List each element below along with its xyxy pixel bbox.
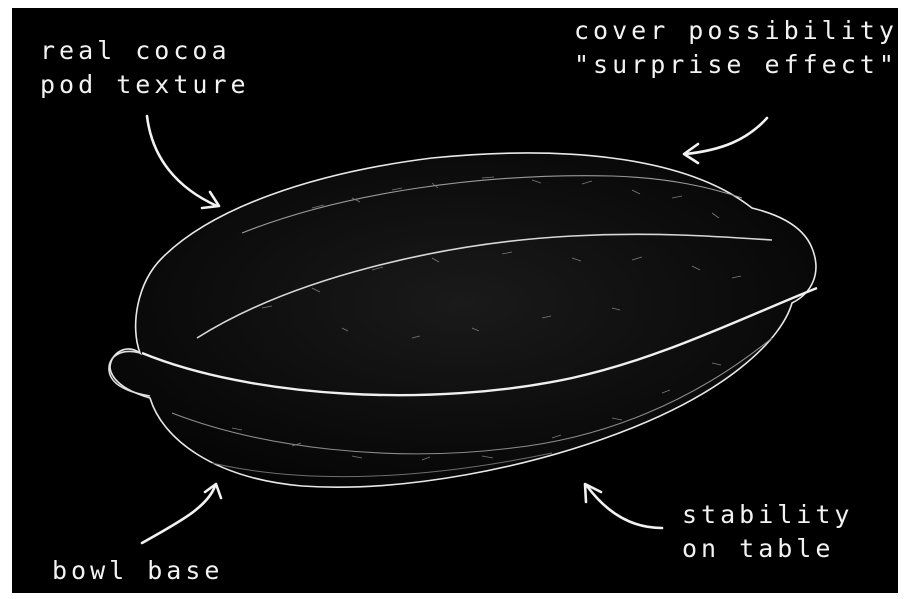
annotation-bowl-base-line1: bowl base: [52, 554, 223, 588]
annotation-bowl-base: bowl base: [52, 554, 223, 588]
sketch-board: real cocoa pod texture cover possibility…: [12, 8, 898, 593]
annotation-texture-line1: real cocoa: [40, 34, 250, 68]
annotation-cover: cover possibility "surprise effect": [574, 14, 898, 82]
arrow-texture-icon: [147, 116, 217, 206]
annotation-stability: stability on table: [682, 498, 853, 566]
arrow-stability-icon: [587, 486, 662, 528]
annotation-cover-line2: "surprise effect": [574, 48, 898, 82]
arrow-cover-icon: [686, 118, 767, 154]
annotation-stability-line2: on table: [682, 532, 853, 566]
annotation-stability-line1: stability: [682, 498, 853, 532]
arrow-bowl-base-icon: [142, 486, 215, 543]
annotation-cover-line1: cover possibility: [574, 14, 898, 48]
annotation-texture: real cocoa pod texture: [40, 34, 250, 102]
annotation-texture-line2: pod texture: [40, 68, 250, 102]
